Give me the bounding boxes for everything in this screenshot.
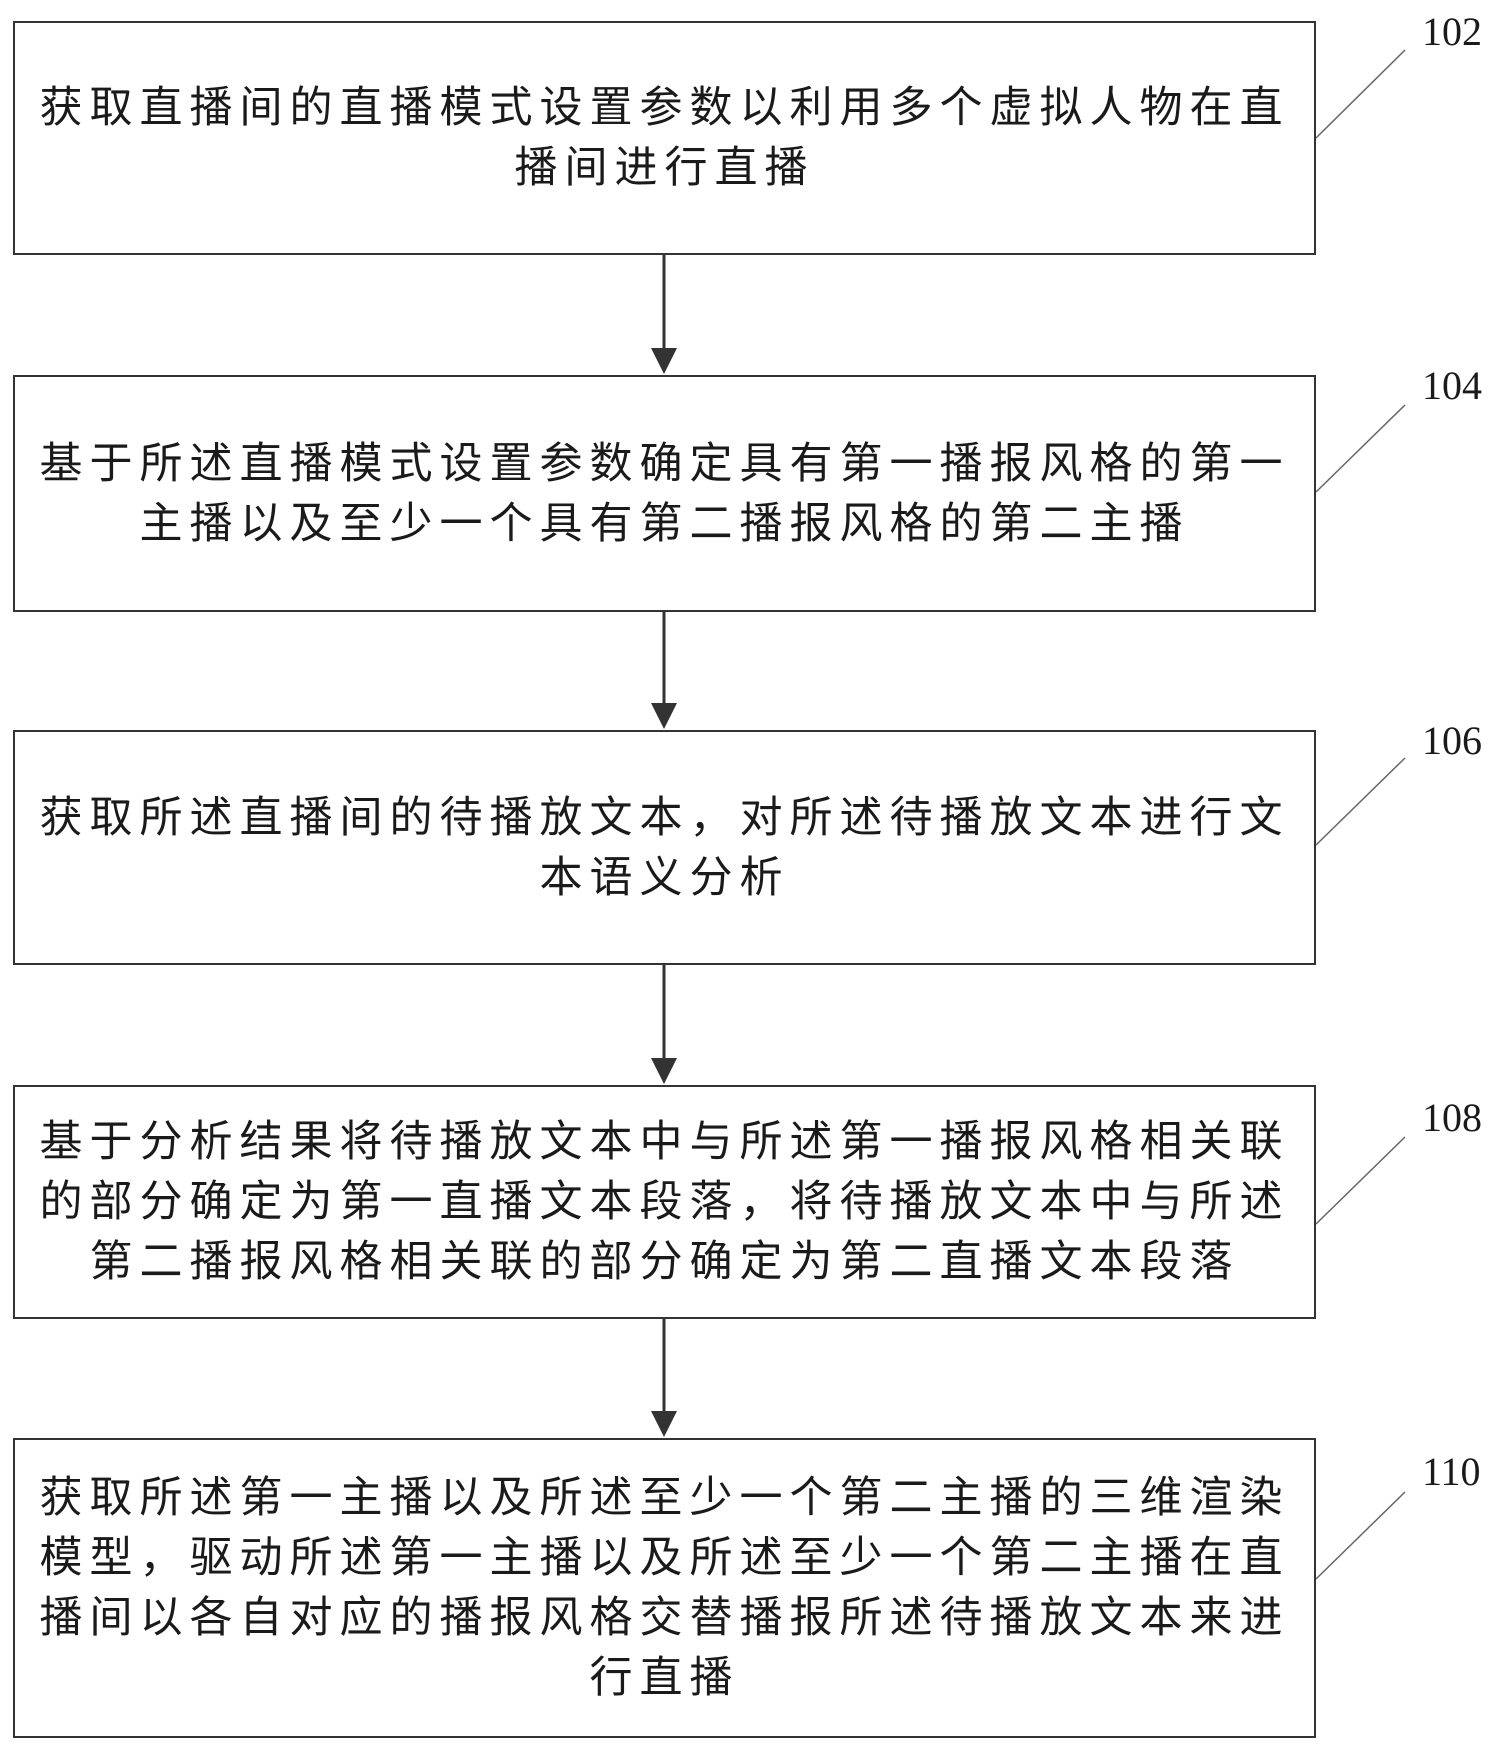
step-text-104: 基于所述直播模式设置参数确定具有第一播报风格的第一主播以及至少一个具有第二播报风… bbox=[39, 438, 1290, 549]
leader-line-104 bbox=[1315, 404, 1406, 493]
step-text-110: 获取所述第一主播以及所述至少一个第二主播的三维渲染模型，驱动所述第一主播以及所述… bbox=[39, 1473, 1290, 1703]
step-text-108: 基于分析结果将待播放文本中与所述第一播报风格相关联的部分确定为第一直播文本段落，… bbox=[39, 1117, 1290, 1287]
step-box-104: 基于所述直播模式设置参数确定具有第一播报风格的第一主播以及至少一个具有第二播报风… bbox=[13, 375, 1316, 612]
step-number-104: 104 bbox=[1422, 363, 1482, 408]
flow-arrow-106-108 bbox=[651, 965, 677, 1084]
flow-arrow-104-106 bbox=[651, 612, 677, 729]
flow-arrow-102-104 bbox=[651, 255, 677, 374]
leader-line-110 bbox=[1315, 1491, 1406, 1580]
leader-line-108 bbox=[1315, 1136, 1406, 1225]
step-number-106: 106 bbox=[1422, 718, 1482, 763]
step-text-106: 获取所述直播间的待播放文本，对所述待播放文本进行文本语义分析 bbox=[39, 792, 1290, 903]
step-box-102: 获取直播间的直播模式设置参数以利用多个虚拟人物在直播间进行直播 bbox=[13, 21, 1316, 255]
leader-line-102 bbox=[1315, 49, 1406, 139]
step-box-108: 基于分析结果将待播放文本中与所述第一播报风格相关联的部分确定为第一直播文本段落，… bbox=[13, 1085, 1316, 1319]
flow-arrow-108-110 bbox=[651, 1319, 677, 1437]
step-text-102: 获取直播间的直播模式设置参数以利用多个虚拟人物在直播间进行直播 bbox=[39, 83, 1290, 193]
step-box-110: 获取所述第一主播以及所述至少一个第二主播的三维渲染模型，驱动所述第一主播以及所述… bbox=[13, 1438, 1316, 1738]
step-number-108: 108 bbox=[1422, 1095, 1482, 1140]
step-number-110: 110 bbox=[1422, 1449, 1481, 1494]
step-number-102: 102 bbox=[1422, 9, 1482, 54]
step-box-106: 获取所述直播间的待播放文本，对所述待播放文本进行文本语义分析 bbox=[13, 730, 1316, 965]
leader-line-106 bbox=[1315, 757, 1406, 846]
